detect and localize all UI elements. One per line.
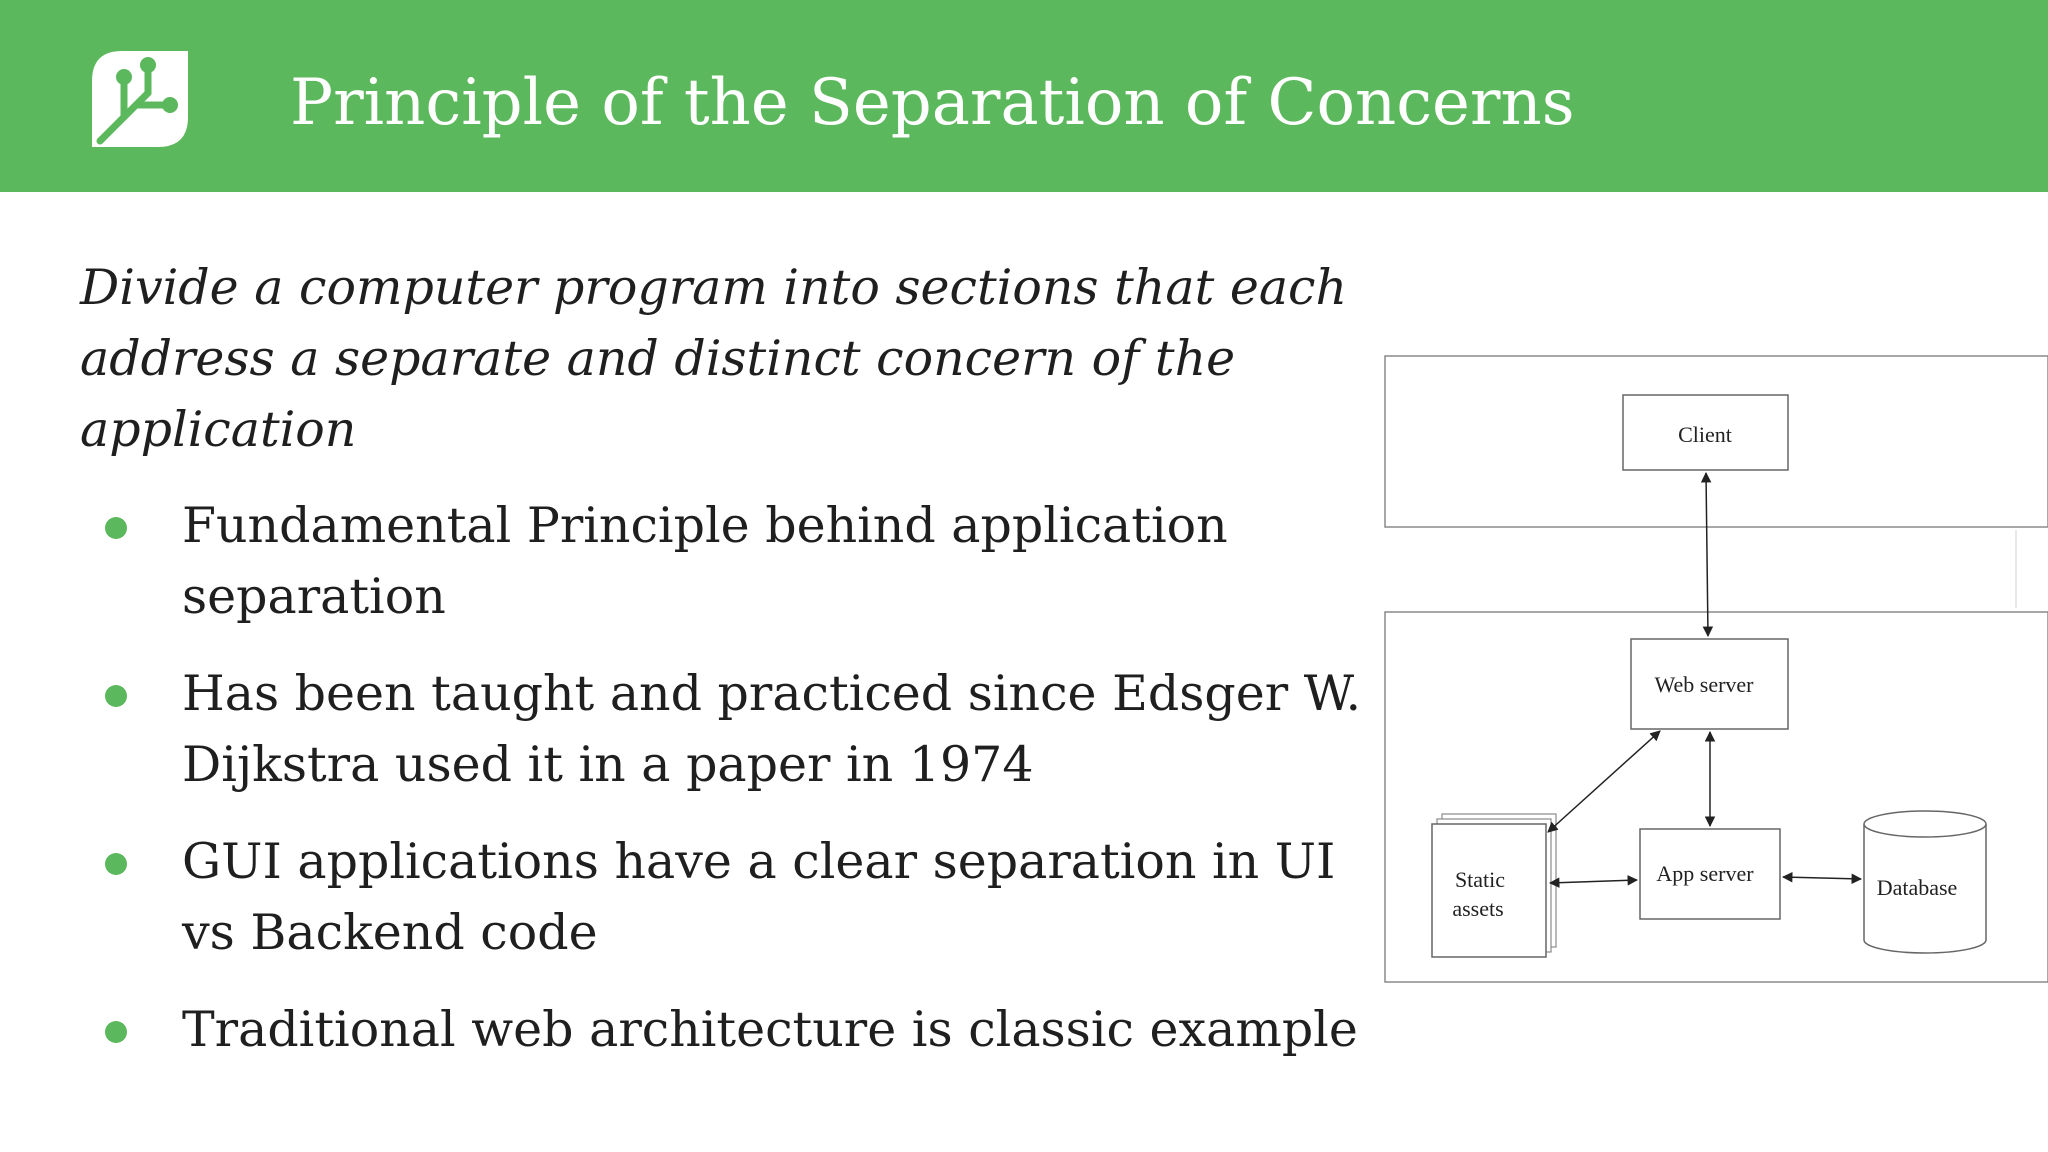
client-label: Client [1678, 422, 1732, 447]
server-tier-box [1384, 611, 2048, 983]
web-architecture-diagram: Client Web server App server Static asse… [1380, 350, 2048, 990]
client-node: Client [1622, 394, 1789, 471]
app-server-label: App server [1656, 861, 1754, 886]
web-server-label: Web server [1654, 672, 1754, 697]
bullet-text: GUI applications have a clear separation… [182, 833, 1336, 961]
static-assets-label-line1: Static [1455, 867, 1505, 892]
leaf-circuit-icon [92, 51, 188, 147]
bullet-text: Fundamental Principle behind application… [182, 497, 1228, 625]
web-server-node: Web server [1630, 638, 1789, 730]
static-assets-label-line2: assets [1452, 896, 1503, 921]
app-server-node: App server [1639, 828, 1781, 920]
intro-definition: Divide a computer program into sections … [80, 259, 1348, 458]
static-assets-node: Static assets [1431, 813, 1557, 958]
database-node: Database [1863, 810, 1987, 954]
bullet-dot-icon [105, 517, 127, 539]
database-label: Database [1877, 875, 1958, 900]
header-bar: Principle of the Separation of Concerns [0, 0, 2048, 192]
bullet-text: Traditional web architecture is classic … [182, 1001, 1358, 1058]
page-title: Principle of the Separation of Concerns [290, 66, 1575, 140]
static-web-server-connector [1547, 730, 1661, 833]
client-web-server-connector [1700, 471, 1714, 638]
static-app-server-connector [1548, 875, 1639, 888]
bullet-dot-icon [105, 853, 127, 875]
bullet-text: Has been taught and practiced since Edsg… [182, 665, 1362, 793]
bullet-dot-icon [105, 1021, 127, 1043]
client-tier-box [1384, 355, 2048, 528]
app-server-database-connector [1781, 871, 1863, 885]
bullet-dot-icon [105, 685, 127, 707]
